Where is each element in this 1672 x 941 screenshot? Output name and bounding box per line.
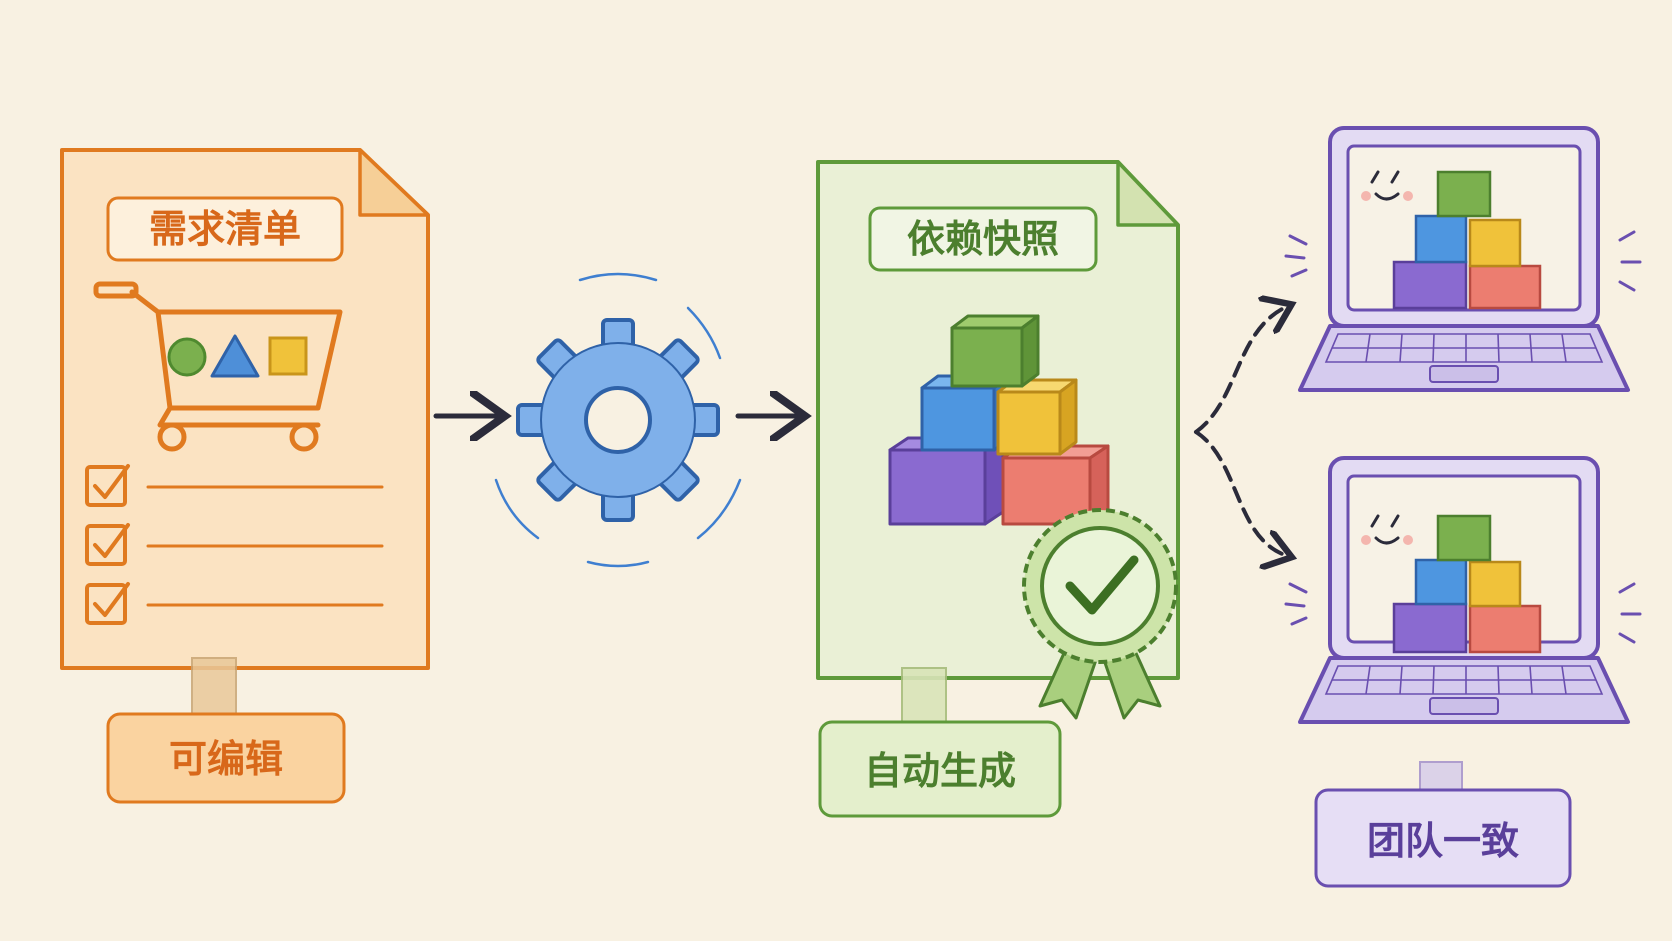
sparkle-marks: [1284, 582, 1642, 644]
tape-strip: [191, 657, 237, 715]
team-tag: 团队一致: [1367, 819, 1519, 863]
branch-arrows: [1194, 306, 1288, 556]
branch-arrow-top: [1194, 306, 1288, 434]
auto-tag: 自动生成: [864, 749, 1016, 793]
sparkle-marks: [1284, 230, 1642, 292]
stacked-blocks-icon: [888, 314, 1110, 526]
stacked-blocks-icon: [1392, 170, 1542, 310]
approved-seal-icon: [1022, 508, 1178, 720]
checked-box-icon: [85, 523, 130, 566]
editable-tag: 可编辑: [169, 737, 283, 781]
folded-corner: [358, 148, 430, 217]
smiley-face-icon: [1361, 170, 1413, 201]
checked-box-icon: [85, 464, 130, 507]
auto-tag-box: [818, 720, 1062, 818]
checklist: [85, 464, 384, 625]
requirements-title-box: [106, 196, 344, 262]
blue-triangle-shape: [210, 334, 260, 378]
laptop-bottom: [1284, 456, 1642, 724]
snapshot-document: 依赖快照: [816, 160, 1180, 818]
gear-icon: [494, 272, 742, 568]
folded-corner: [1116, 160, 1180, 227]
editable-tag-box: [106, 712, 346, 804]
branch-arrow-bottom: [1194, 430, 1288, 556]
stacked-blocks-icon: [1392, 514, 1542, 654]
checked-box-icon: [85, 582, 130, 625]
laptop-top: [1284, 126, 1642, 392]
yellow-square-shape: [268, 336, 308, 376]
shopping-cart-icon: [93, 281, 343, 452]
snapshot-title-box: [868, 206, 1098, 272]
requirements-title: 需求清单: [149, 207, 301, 251]
team-tag-box: [1314, 788, 1572, 888]
green-circle-shape: [167, 337, 207, 377]
snapshot-title: 依赖快照: [907, 217, 1059, 261]
tape-strip: [901, 667, 947, 723]
smiley-face-icon: [1361, 514, 1413, 545]
requirements-document: 需求清单: [60, 148, 430, 804]
